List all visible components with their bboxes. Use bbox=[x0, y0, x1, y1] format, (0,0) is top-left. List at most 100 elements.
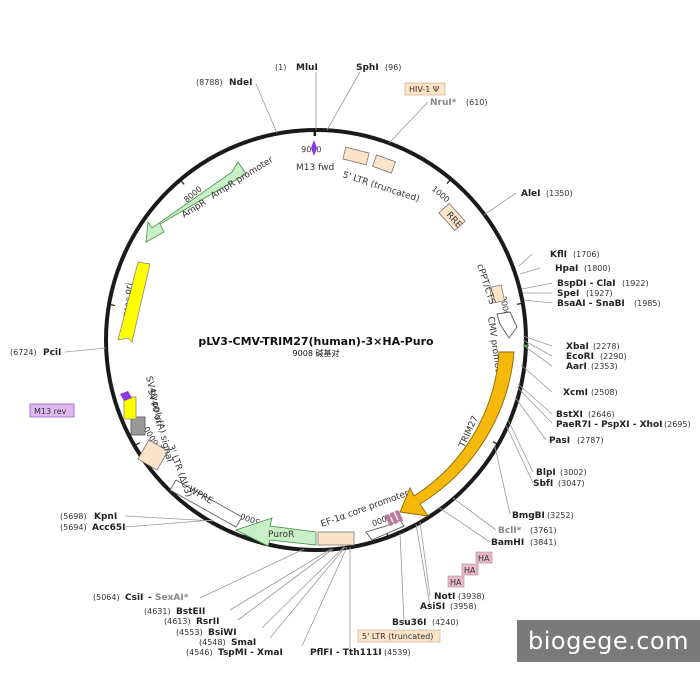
hiv-psi-badge bbox=[404, 82, 446, 96]
site-pflfi: PflFI - Tth111I bbox=[310, 648, 382, 658]
ha-badge-3 bbox=[447, 575, 465, 588]
site-pos-ecori: (2290) bbox=[600, 352, 627, 361]
site-pos-bstxi: (2646) bbox=[588, 410, 615, 419]
m13-rev-primer bbox=[120, 391, 132, 401]
site-pos-bspdi: (1922) bbox=[622, 279, 649, 288]
wpre-box bbox=[169, 479, 243, 528]
site-pcii: PciI bbox=[43, 348, 61, 358]
site-bspdi-clai: BspDI - ClaI bbox=[557, 279, 616, 289]
cppt-box bbox=[488, 284, 506, 304]
ltr3-box bbox=[137, 439, 169, 471]
site-blpi: BlpI bbox=[536, 468, 556, 478]
site-pos-mlui: (1) bbox=[275, 63, 286, 72]
m13-rev-badge bbox=[29, 403, 75, 418]
site-pos-aari: (2353) bbox=[591, 362, 618, 371]
site-pos-rsrii: (4613) bbox=[164, 617, 191, 626]
site-smai: SmaI bbox=[231, 638, 256, 648]
ltr-box-bottom bbox=[317, 531, 355, 546]
site-pos-noti: (3938) bbox=[458, 592, 485, 601]
ha-badge-1-label: HA bbox=[478, 554, 490, 563]
site-pos-bmgbi: (3252) bbox=[547, 511, 574, 520]
site-pos-acc65i: (5694) bbox=[60, 523, 87, 532]
site-pos-sphi: (96) bbox=[385, 63, 401, 72]
tick-mark-3000 bbox=[492, 441, 499, 446]
puror-arrow bbox=[234, 517, 317, 547]
site-bsaai-snabi: BsaAI - SnaBI bbox=[557, 299, 625, 309]
site-pos-pcii: (6724) bbox=[10, 348, 37, 357]
site-pos-alei: (1350) bbox=[546, 189, 573, 198]
site-tspmi: TspMI - XmaI bbox=[218, 648, 283, 658]
tick-label-1000: 1000 bbox=[430, 184, 451, 204]
ampr-arrow bbox=[145, 161, 247, 243]
ltr5-label: 5' LTR (truncated) bbox=[341, 170, 421, 204]
site-pos-smai: (4548) bbox=[199, 638, 226, 647]
site-pos-pasi: (2787) bbox=[577, 436, 604, 445]
site-pasi: PasI bbox=[549, 436, 570, 446]
site-pos-tspmi: (4546) bbox=[186, 648, 213, 657]
site-ndei: NdeI bbox=[229, 78, 252, 88]
site-bsteii: BstEII bbox=[176, 607, 205, 617]
site-pos-bsaai: (1985) bbox=[634, 299, 661, 308]
site-pos-blpi: (3002) bbox=[560, 468, 587, 477]
rre-box bbox=[438, 202, 466, 232]
site-pos-hpai: (1800) bbox=[584, 264, 611, 273]
site-bamhi: BamHI bbox=[491, 538, 524, 548]
ha-badge-2 bbox=[461, 563, 479, 576]
site-xcmi: XcmI bbox=[563, 388, 588, 398]
tick-mark-7000 bbox=[108, 303, 116, 307]
tick-mark-6000 bbox=[134, 442, 141, 447]
ltr5-badge-bottom bbox=[357, 629, 441, 643]
ori-arrow bbox=[117, 261, 151, 343]
cmv-promoter-arrow bbox=[496, 311, 518, 339]
features: M13 fwd 5' LTR (truncated) HIV-1 Ψ RRE c… bbox=[29, 82, 518, 643]
site-pos-paer7i: (2695) bbox=[664, 420, 691, 429]
ltr5-box-a bbox=[342, 146, 370, 166]
site-acc65i: Acc65I bbox=[92, 523, 126, 533]
site-sphi: SphI bbox=[356, 63, 379, 73]
site-pos-nrui: (610) bbox=[466, 98, 488, 107]
tick-mark-2000 bbox=[516, 302, 523, 305]
site-mlui: MluI bbox=[296, 63, 318, 73]
site-paer7i: PaeR7I - PspXI - XhoI bbox=[556, 420, 662, 430]
ltr5-badge-bottom-label: 5' LTR (truncated) bbox=[362, 632, 433, 641]
site-pos-ndei: (8788) bbox=[196, 78, 223, 87]
site-pos-pflfi: (4539) bbox=[384, 648, 411, 657]
site-bsu36i: Bsu36I bbox=[392, 618, 427, 628]
site-pos-spei: (1927) bbox=[586, 289, 613, 298]
site-pos-xcmi: (2508) bbox=[591, 388, 618, 397]
plasmid-title: pLV3-CMV-TRIM27(human)-3×HA-Puro bbox=[198, 335, 434, 348]
site-bcli: BclI* bbox=[498, 526, 522, 536]
site-noti: NotI bbox=[434, 592, 455, 602]
site-hpai: HpaI bbox=[555, 264, 578, 274]
site-rsrii: RsrII bbox=[196, 617, 219, 627]
site-leader-lines bbox=[64, 71, 553, 648]
ha-badge-1 bbox=[475, 551, 493, 564]
sv40-ori-box bbox=[130, 416, 146, 436]
site-ecori: EcoRI bbox=[566, 352, 594, 362]
tick-mark-8000 bbox=[179, 179, 185, 185]
site-pos-kfli: (1706) bbox=[573, 250, 600, 259]
site-pos-xbai: (2278) bbox=[593, 342, 620, 351]
hiv-psi-label: HIV-1 Ψ bbox=[409, 85, 439, 94]
site-pos-kpni: (5698) bbox=[60, 512, 87, 521]
site-pos-bsiwi: (4553) bbox=[176, 628, 203, 637]
site-pos-bcli: (3761) bbox=[530, 526, 557, 535]
site-asisi: AsiSI bbox=[420, 602, 445, 612]
site-pos-bsu36i: (4240) bbox=[432, 618, 459, 627]
site-spei: SpeI bbox=[557, 289, 579, 299]
m13-rev-label: M13 rev bbox=[34, 407, 67, 416]
tick-mark-1000 bbox=[446, 178, 452, 185]
site-pos-asisi: (3958) bbox=[450, 602, 477, 611]
watermark-logo: biogege.com bbox=[517, 620, 700, 662]
site-dash-csii: - bbox=[148, 593, 152, 603]
trim27-arrow bbox=[399, 351, 515, 517]
ltr5-box-b bbox=[372, 154, 396, 174]
m13-fwd-label: M13 fwd bbox=[296, 163, 334, 173]
site-aari: AarI bbox=[566, 362, 587, 372]
site-pos-csii: (5064) bbox=[93, 593, 120, 602]
ampr-promoter-label: AmpR promoter bbox=[209, 155, 275, 202]
restriction-sites: (1) MluI SphI (96) NruI* (610) AleI (135… bbox=[10, 63, 691, 658]
site-alei: AleI bbox=[521, 189, 541, 199]
site-kfli: KflI bbox=[550, 250, 567, 260]
